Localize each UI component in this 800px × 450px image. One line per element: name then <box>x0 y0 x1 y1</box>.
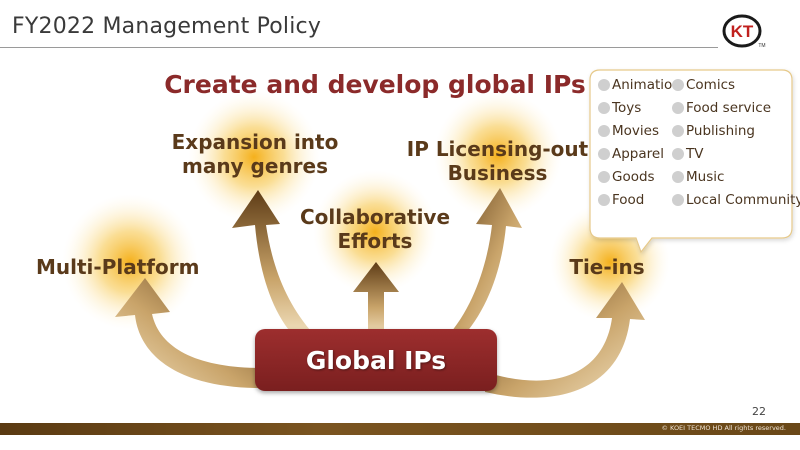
arrow-tie-ins <box>485 282 645 398</box>
arrow-licensing <box>446 188 522 340</box>
category-item: Music <box>672 169 724 185</box>
arrow-collaborative <box>353 262 399 338</box>
bullet-dot-icon <box>598 171 610 183</box>
category-label: Food service <box>686 100 772 116</box>
node-genres-line1: Expansion into <box>171 130 339 154</box>
category-label: TV <box>686 146 704 162</box>
category-label: Animation <box>612 77 681 93</box>
copyright-notice: © KOEI TECMO HD All rights reserved. <box>661 424 786 432</box>
tie-ins-callout-bubble <box>589 69 793 254</box>
node-tie-ins: Tie-ins <box>552 255 662 279</box>
bullet-dot-icon <box>672 171 684 183</box>
bullet-dot-icon <box>672 102 684 114</box>
category-item: Animation <box>598 77 681 93</box>
bullet-dot-icon <box>598 102 610 114</box>
bullet-dot-icon <box>598 148 610 160</box>
title-rule <box>0 47 718 48</box>
koei-tecmo-logo: KT TM <box>722 14 766 49</box>
node-multi-platform-label: Multi-Platform <box>36 255 200 279</box>
bullet-dot-icon <box>598 125 610 137</box>
category-label: Apparel <box>612 146 664 162</box>
category-label: Movies <box>612 123 659 139</box>
logo-tm: TM <box>758 43 765 49</box>
bullet-dot-icon <box>598 194 610 206</box>
node-multi-platform: Multi-Platform <box>36 255 236 279</box>
category-label: Local Community <box>686 192 800 208</box>
arrow-multi-platform <box>115 278 262 388</box>
node-tie-ins-label: Tie-ins <box>569 255 645 279</box>
bullet-dot-icon <box>672 148 684 160</box>
global-ips-label: Global IPs <box>305 345 447 375</box>
category-label: Comics <box>686 77 736 93</box>
category-label: Goods <box>612 169 655 185</box>
logo-text: KT <box>731 22 754 41</box>
category-item: Movies <box>598 123 659 139</box>
glow-multi-platform <box>62 194 198 330</box>
page-number: 22 <box>752 405 766 418</box>
arrow-genres <box>232 190 310 338</box>
node-collaborative-line2: Efforts <box>337 229 413 253</box>
category-item: Goods <box>598 169 655 185</box>
category-label: Music <box>686 169 725 185</box>
slide-title: FY2022 Management Policy <box>12 14 322 39</box>
category-label: Toys <box>612 100 642 116</box>
bullet-dot-icon <box>672 79 684 91</box>
category-item: Toys <box>598 100 641 116</box>
node-collaborative: Collaborative Efforts <box>285 205 465 253</box>
category-item: TV <box>672 146 703 162</box>
node-licensing-line1: IP Licensing-out <box>406 137 589 161</box>
node-licensing-line2: Business <box>447 161 548 185</box>
bullet-dot-icon <box>598 79 610 91</box>
node-licensing: IP Licensing-out Business <box>405 137 590 185</box>
glow-licensing <box>434 91 562 219</box>
global-ips-hub: Global IPs <box>255 329 497 391</box>
category-item: Publishing <box>672 123 755 139</box>
category-item: Food <box>598 192 644 208</box>
category-item: Apparel <box>598 146 664 162</box>
node-genres: Expansion into many genres <box>150 130 360 178</box>
category-label: Food <box>612 192 645 208</box>
glow-genres <box>188 91 320 223</box>
category-item: Comics <box>672 77 735 93</box>
bullet-dot-icon <box>672 194 684 206</box>
node-genres-line2: many genres <box>181 154 329 178</box>
category-item: Food service <box>672 100 771 116</box>
bullet-dot-icon <box>672 125 684 137</box>
category-label: Publishing <box>686 123 755 139</box>
footer-bar <box>0 423 800 435</box>
category-item: Local Community <box>672 192 800 208</box>
glow-collaborative <box>313 170 437 294</box>
headline: Create and develop global IPs <box>164 70 586 99</box>
node-collaborative-line1: Collaborative <box>299 205 451 229</box>
